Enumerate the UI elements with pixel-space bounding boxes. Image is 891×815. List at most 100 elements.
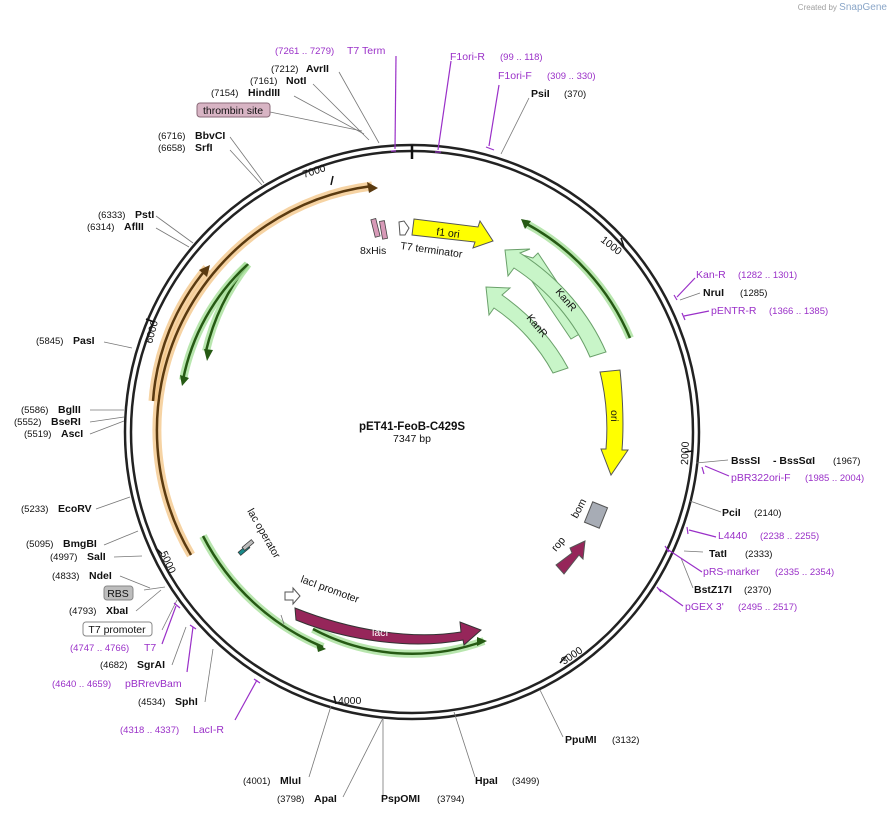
enzyme-hindiii-name: HindIII [248, 87, 280, 99]
primer-kan-r-pos: (1282 .. 1301) [738, 270, 797, 281]
primer-pentr-r-name: pENTR-R [711, 305, 757, 317]
enzyme-sgrai-name: SgrAI [137, 659, 165, 671]
enzyme-xbai-pos: (4793) [69, 606, 96, 617]
enzyme-bsssi-pos: (1967) [833, 456, 860, 467]
enzyme-bbvci-name: BbvCI [195, 130, 225, 142]
thrombin-site-box [196, 102, 271, 118]
enzyme-avrii-pos: (7212) [271, 64, 298, 75]
enzyme-apai-pos: (3798) [277, 794, 304, 805]
plasmid-name: pET41-FeoB-C429S [359, 421, 465, 433]
rbs-box [103, 585, 134, 601]
enzyme-bmgbi-pos: (5095) [26, 539, 53, 550]
primer-f1ori-f-name: F1ori-F [498, 70, 532, 82]
enzyme-sphi-name: SphI [175, 696, 198, 708]
enzyme-mlui-name: MluI [280, 775, 301, 787]
primer-laci-r-pos: (4318 .. 4337) [120, 725, 179, 736]
enzyme-sgrai-pos: (4682) [100, 660, 127, 671]
tick-label-6000: 6000 [143, 319, 161, 345]
green-arc-1-arrowhead [204, 349, 213, 361]
enzyme-bsssai-name-text: BssSαI [779, 455, 815, 467]
primer-l4440-name: L4440 [718, 530, 747, 542]
primer-pbr322ori-f-name: pBR322ori-F [731, 472, 791, 484]
enzyme-psti-name: PstI [135, 209, 154, 221]
kanr-feature-inner [485, 286, 569, 374]
primer-prs-marker-pos: (2335 .. 2354) [775, 567, 834, 578]
enzyme-ppumi-name: PpuMI [565, 734, 597, 746]
orange-feature-2-arc [151, 267, 208, 402]
laci-promoter-arrow [284, 586, 301, 606]
enzyme-asci-name: AscI [61, 428, 83, 440]
enzyme-sali-pos: (4997) [50, 552, 77, 563]
enzyme-hindiii-pos: (7154) [211, 88, 238, 99]
t7-promoter-label: T7 promoter [88, 624, 146, 636]
orange-feature-2-arrowhead [199, 265, 210, 277]
primer-pentr-r-pos: (1366 .. 1385) [769, 306, 828, 317]
green-arc-3 [524, 221, 632, 339]
enzyme-aflii-name: AflII [124, 221, 144, 233]
enzyme-sali-name: SalI [87, 551, 106, 563]
f1-ori-feature [411, 218, 494, 249]
primer-pgex3-name: pGEX 3' [685, 601, 724, 613]
primer-pgex3-pos: (2495 .. 2517) [738, 602, 797, 613]
enzyme-bmgbi-name: BmgBI [63, 538, 97, 550]
ori-label: ori [608, 410, 620, 422]
enzyme-mlui-pos: (4001) [243, 776, 270, 787]
primer-f1ori-r-name: F1ori-R [450, 51, 485, 63]
rbs-label: RBS [107, 588, 129, 600]
snapgene-branding: Created by SnapGene [798, 2, 887, 13]
primer-prs-marker-name: pRS-marker [703, 566, 760, 578]
t7-promoter-box [82, 621, 153, 637]
enzyme-bsssai-name: - BssSαI [773, 455, 815, 467]
enzyme-psii-name: PsiI [531, 88, 550, 100]
laci-feature [294, 607, 482, 646]
enzyme-apai-name: ApaI [314, 793, 337, 805]
lac-operator-feature-2 [241, 539, 255, 551]
f1-ori-label: f1 ori [436, 226, 461, 241]
laci-label: lacI [372, 627, 388, 639]
primer-pbr322ori-f-pos: (1985 .. 2004) [805, 473, 864, 484]
created-by-text: Created by [797, 3, 837, 12]
primer-pbrrevbam-pos: (4640 .. 4659) [52, 679, 111, 690]
enzyme-pcii-name: PciI [722, 507, 741, 519]
tick-label-2000: 2000 [679, 441, 692, 465]
enzyme-pcii-pos: (2140) [754, 508, 781, 519]
enzyme-srfi-name: SrfI [195, 142, 213, 154]
green-arc-5 [312, 627, 485, 655]
enzyme-nrui-pos: (1285) [740, 288, 767, 299]
primer-leader-lines [161, 55, 730, 721]
tick-marks [145, 175, 694, 705]
enzyme-bglii-pos: (5586) [21, 405, 48, 416]
enzyme-hpai-pos: (3499) [512, 776, 539, 787]
green-arc-4-halo [199, 534, 325, 651]
enzyme-noti-pos: (7161) [250, 76, 277, 87]
green-arc-2-arrowhead [180, 375, 189, 386]
t7-terminator-feature [398, 220, 410, 236]
enzyme-ppumi-pos: (3132) [612, 735, 639, 746]
primer-kan-r-name: Kan-R [696, 269, 726, 281]
enzyme-hpai-name: HpaI [475, 775, 498, 787]
primer-t7-pos: (4747 .. 4766) [70, 643, 129, 654]
enzyme-psti-pos: (6333) [98, 210, 125, 221]
enzyme-tati-pos: (2333) [745, 549, 772, 560]
enzyme-avrii-name: AvrII [306, 63, 329, 75]
green-arc-5-arrowhead [477, 637, 487, 646]
enzyme-bstz17i-pos: (2370) [744, 585, 771, 596]
kanr-feature-outer [504, 248, 607, 358]
green-arc-3-arrowhead [521, 219, 531, 229]
enzyme-pspomi-name: PspOMI [381, 793, 420, 805]
primer-t7-term-pos: (7261 .. 7279) [275, 46, 334, 57]
enzyme-ecorv-name: EcoRV [58, 503, 92, 515]
lac-operator-label: lac operator [244, 507, 282, 561]
enzyme-bseri-name: BseRI [51, 416, 81, 428]
enzyme-pspomi-pos: (3794) [437, 794, 464, 805]
laci-promoter-label: lacI promoter [299, 574, 361, 606]
orange-feature-arc [155, 184, 373, 556]
his-tag-label: 8xHis [360, 245, 386, 257]
thrombin-site-label: thrombin site [203, 105, 263, 117]
enzyme-ndei-pos: (4833) [52, 571, 79, 582]
green-arc-4-arrowhead [316, 643, 326, 652]
enzyme-noti-name: NotI [286, 75, 306, 87]
primer-f1ori-r-pos: (99 .. 118) [500, 52, 543, 63]
enzyme-srfi-pos: (6658) [158, 143, 185, 154]
